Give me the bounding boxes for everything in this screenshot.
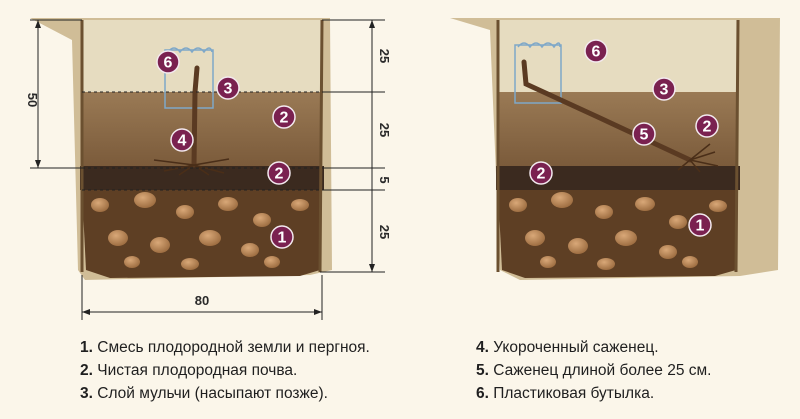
right-mulch-layer: [498, 20, 738, 92]
svg-text:5: 5: [640, 127, 649, 144]
dim-layer-bottom: 25: [377, 225, 392, 239]
marker-left-6: 6: [156, 50, 180, 74]
dim-layer-thin: 5: [377, 176, 392, 183]
marker-left-3: 3: [216, 76, 240, 100]
svg-text:2: 2: [703, 119, 712, 136]
marker-left-1: 1: [270, 225, 294, 249]
marker-left-2a: 2: [272, 105, 296, 129]
dim-layer-top: 25: [377, 49, 392, 63]
marker-right-6: 6: [584, 39, 608, 63]
left-bottle: [164, 49, 214, 109]
svg-text:6: 6: [164, 55, 173, 72]
marker-right-2b: 2: [529, 161, 553, 185]
svg-text:3: 3: [660, 82, 669, 99]
right-pit-wall: [496, 19, 740, 273]
left-pit-wall: [80, 19, 324, 273]
legend-item-2: 2. Чистая плодородная почва.: [80, 362, 298, 379]
svg-text:1: 1: [278, 230, 287, 247]
svg-text:1: 1: [696, 218, 705, 235]
dim-depth-total: 50: [25, 93, 40, 107]
right-bottle-top: [517, 42, 561, 49]
marker-right-1: 1: [688, 213, 712, 237]
marker-right-5: 5: [632, 122, 656, 146]
legend-right: 4. Укороченный саженец. 5. Саженец длино…: [476, 336, 712, 405]
dim-layer-mid: 25: [377, 123, 392, 137]
legend-item-1: 1. Смесь плодородной земли и пергноя.: [80, 339, 370, 356]
legend-item-5: 5. Саженец длиной более 25 см.: [476, 362, 712, 379]
right-bottle: [514, 44, 562, 104]
right-roots: [677, 143, 719, 173]
dimension-arrows: [35, 20, 375, 315]
marker-left-2b: 2: [267, 161, 291, 185]
left-stones: [91, 192, 309, 270]
svg-text:3: 3: [224, 81, 233, 98]
marker-right-2a: 2: [695, 114, 719, 138]
left-pit: [30, 18, 332, 280]
right-pit: [450, 18, 780, 280]
legend-left: 1. Смесь плодородной земли и пергноя. 2.…: [80, 336, 370, 405]
marker-left-4: 4: [170, 128, 194, 152]
svg-text:2: 2: [280, 110, 289, 127]
svg-text:2: 2: [537, 166, 546, 183]
svg-text:6: 6: [592, 44, 601, 61]
left-bottle-top: [167, 47, 213, 54]
marker-right-3: 3: [652, 77, 676, 101]
left-soil-layer: [82, 92, 322, 168]
legend-item-3: 3. Слой мульчи (насыпают позже).: [80, 385, 328, 402]
legend-item-4: 4. Укороченный саженец.: [476, 339, 659, 356]
legend-item-6: 6. Пластиковая бутылка.: [476, 385, 655, 402]
left-mulch-layer: [82, 20, 322, 92]
svg-text:2: 2: [275, 166, 284, 183]
svg-text:4: 4: [178, 133, 187, 150]
left-seedling: [191, 65, 200, 168]
right-stones: [509, 192, 727, 270]
dim-width: 80: [195, 293, 209, 308]
